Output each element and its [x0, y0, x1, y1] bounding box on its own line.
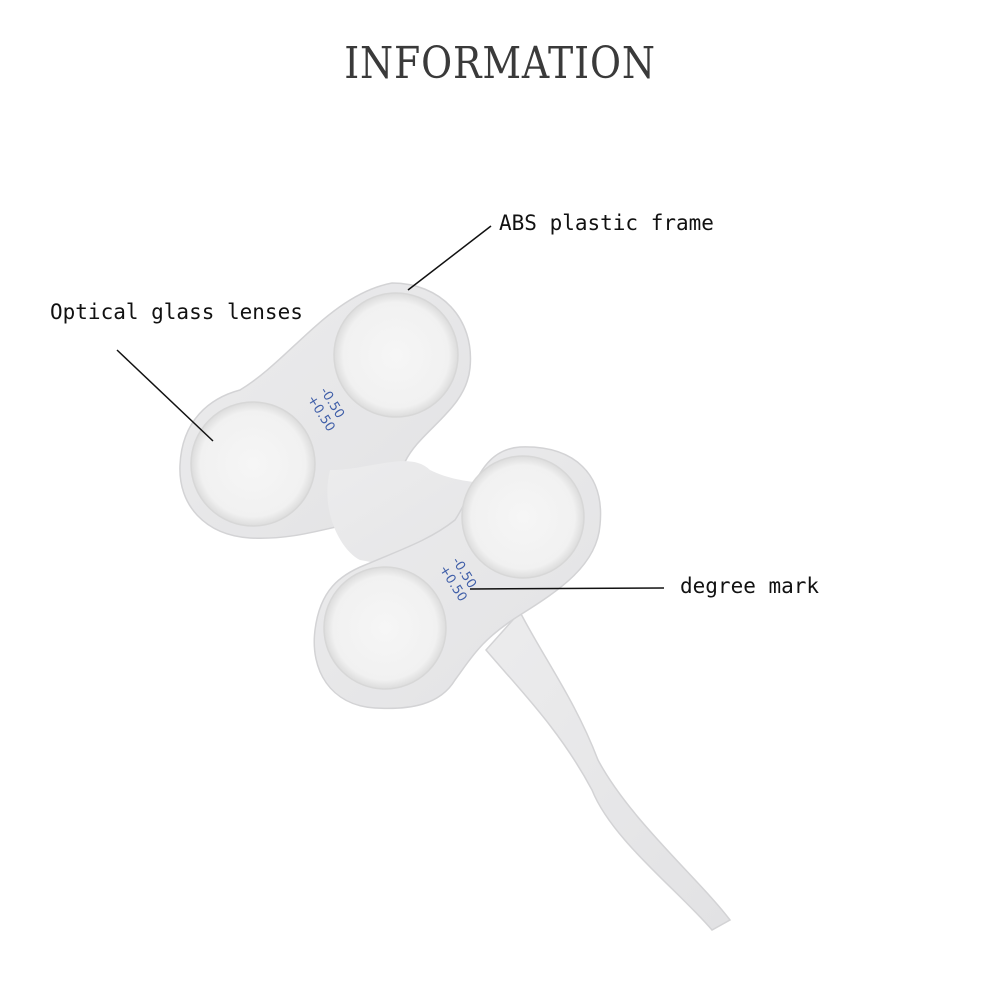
lens-upper-right [333, 292, 459, 418]
leader-line-lenses [116, 349, 214, 442]
leader-line-frame [407, 225, 492, 291]
callout-optical-glass-lenses: Optical glass lenses [50, 300, 303, 324]
frame-handle [485, 610, 732, 931]
abs-plastic-frame [179, 282, 732, 931]
page-title: INFORMATION [344, 38, 656, 89]
lens-lower-left [323, 566, 447, 690]
lens-lower-right [461, 455, 585, 579]
leader-line-degree [469, 587, 665, 590]
callout-degree-mark: degree mark [680, 574, 820, 598]
callout-abs-plastic-frame: ABS plastic frame [499, 211, 714, 235]
optical-glass-lenses [190, 292, 585, 690]
lens-upper-left [190, 401, 316, 527]
